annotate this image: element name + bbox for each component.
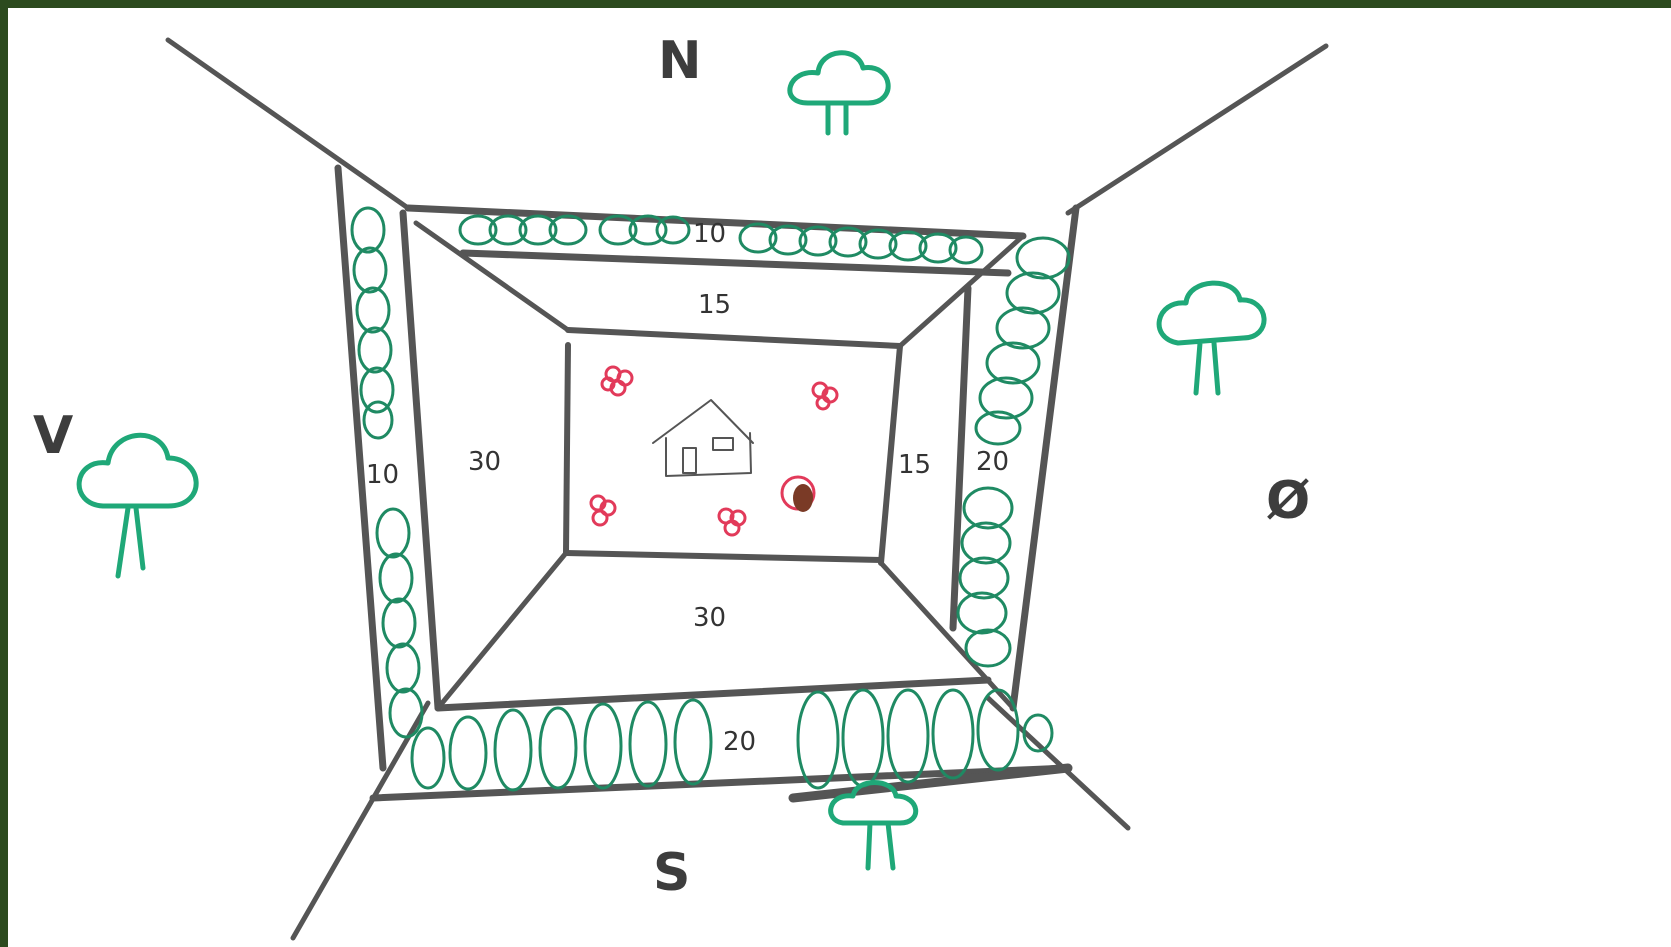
zone-label-outer-left: 10 xyxy=(366,460,399,490)
flower-icon xyxy=(602,367,632,395)
zone-label-inner-left: 30 xyxy=(468,447,501,477)
zone-label-outer-bottom: 20 xyxy=(723,727,756,757)
compass-west: V xyxy=(33,406,73,466)
hedge-right xyxy=(958,238,1069,666)
zone-label-inner-top: 15 xyxy=(698,290,731,320)
sketch-canvas: 10 10 20 20 15 30 15 30 N S V Ø xyxy=(8,8,1671,947)
flower-icon xyxy=(719,509,745,535)
house-icon xyxy=(653,400,753,476)
zone-label-inner-bottom: 30 xyxy=(693,603,726,633)
garden-sketch: 10 10 20 20 15 30 15 30 N S V Ø xyxy=(8,8,1671,947)
flower-icon xyxy=(813,383,837,409)
tree-east-icon xyxy=(1159,283,1264,393)
compass-north: N xyxy=(658,31,702,91)
zone-label-outer-top: 10 xyxy=(693,219,726,249)
flower-icon xyxy=(591,496,615,525)
tree-south-icon xyxy=(831,783,916,869)
zone-label-inner-right: 15 xyxy=(898,450,931,480)
tree-north-icon xyxy=(790,53,888,133)
zone-label-outer-right: 20 xyxy=(976,447,1009,477)
compass-south: S xyxy=(653,843,690,903)
compass-east: Ø xyxy=(1266,471,1310,531)
flower-icon xyxy=(782,477,814,512)
tree-west-icon xyxy=(79,435,196,576)
